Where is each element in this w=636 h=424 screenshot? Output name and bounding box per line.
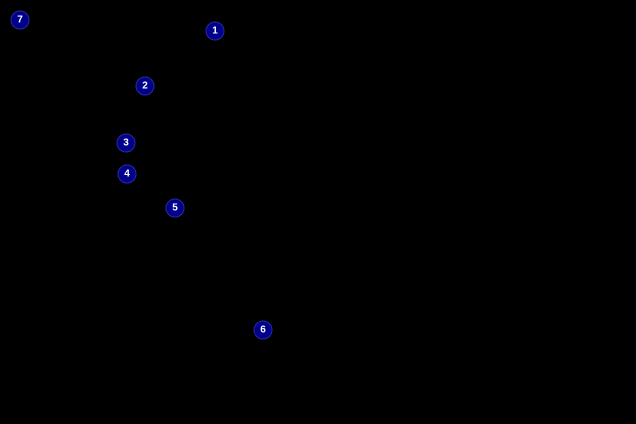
som-marker-7[interactable]: 7 — [10, 10, 30, 30]
som-marker-4[interactable]: 4 — [117, 164, 137, 184]
som-marker-1[interactable]: 1 — [205, 21, 225, 41]
som-marker-2[interactable]: 2 — [135, 76, 155, 96]
som-marker-3[interactable]: 3 — [116, 133, 136, 153]
som-marker-6[interactable]: 6 — [253, 320, 273, 340]
som-marker-5[interactable]: 5 — [165, 198, 185, 218]
